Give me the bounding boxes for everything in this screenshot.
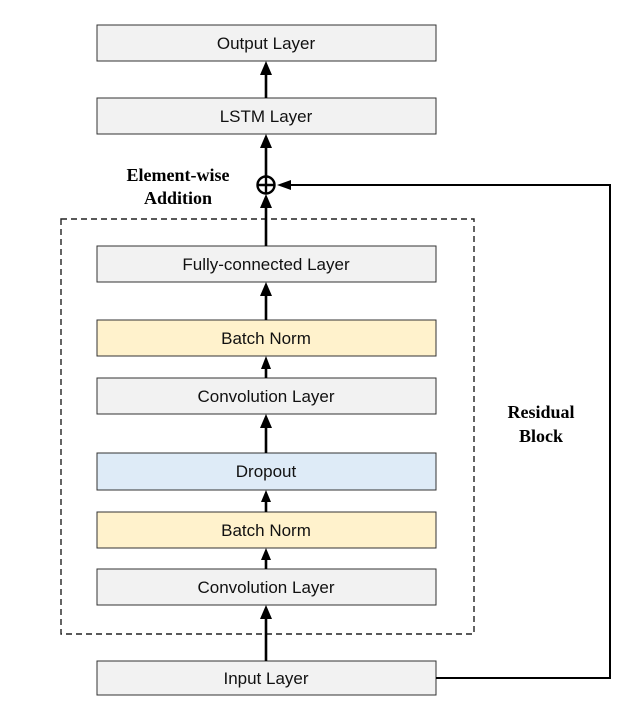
arrow-lstm-to-output [260, 61, 272, 98]
arrow-conv-to-batchnorm-top [261, 356, 271, 378]
residual-skip-connection [277, 180, 611, 679]
arrow-input-to-conv [260, 605, 272, 661]
input-layer-label: Input Layer [223, 669, 308, 688]
arrow-batchnorm-to-dropout [261, 490, 271, 512]
convolution-layer-bottom-label: Convolution Layer [197, 578, 334, 597]
layer-lstm-layer: LSTM Layer [96, 97, 437, 135]
arrow-fc-to-addition [260, 194, 272, 246]
batch-norm-top-label: Batch Norm [221, 329, 311, 348]
element-wise-addition-label-line1: Element-wise [127, 165, 230, 185]
element-wise-addition-label-line2: Addition [144, 188, 212, 208]
residual-block-label-line1: Residual [507, 402, 574, 422]
layer-batch-norm-bottom: Batch Norm [96, 511, 437, 549]
batch-norm-bottom-label: Batch Norm [221, 521, 311, 540]
fully-connected-layer-box [96, 245, 437, 283]
lstm-layer-box [96, 97, 437, 135]
output-layer-label: Output Layer [217, 34, 316, 53]
convolution-layer-bottom-box [96, 568, 437, 606]
output-layer-box [96, 24, 437, 62]
fully-connected-layer-label: Fully-connected Layer [182, 255, 350, 274]
layer-input-layer: Input Layer [96, 660, 437, 696]
convolution-layer-top-label: Convolution Layer [197, 387, 334, 406]
residual-block-boundary [60, 218, 475, 635]
dropout-label: Dropout [236, 462, 297, 481]
layer-fully-connected-layer: Fully-connected Layer [96, 245, 437, 283]
arrow-conv-to-batchnorm [261, 548, 271, 569]
layer-output-layer: Output Layer [96, 24, 437, 62]
arrow-batchnorm-to-fc [260, 282, 272, 320]
residual-block-label-line2: Block [519, 426, 563, 446]
arrow-addition-to-lstm [260, 134, 272, 176]
lstm-layer-label: LSTM Layer [220, 107, 313, 126]
arrow-dropout-to-conv [260, 414, 272, 453]
layer-convolution-layer-bottom: Convolution Layer [96, 568, 437, 606]
layer-dropout: Dropout [96, 452, 437, 491]
element-wise-addition-icon [256, 175, 276, 195]
layer-batch-norm-top: Batch Norm [96, 319, 437, 357]
layer-convolution-layer-top: Convolution Layer [96, 377, 437, 415]
